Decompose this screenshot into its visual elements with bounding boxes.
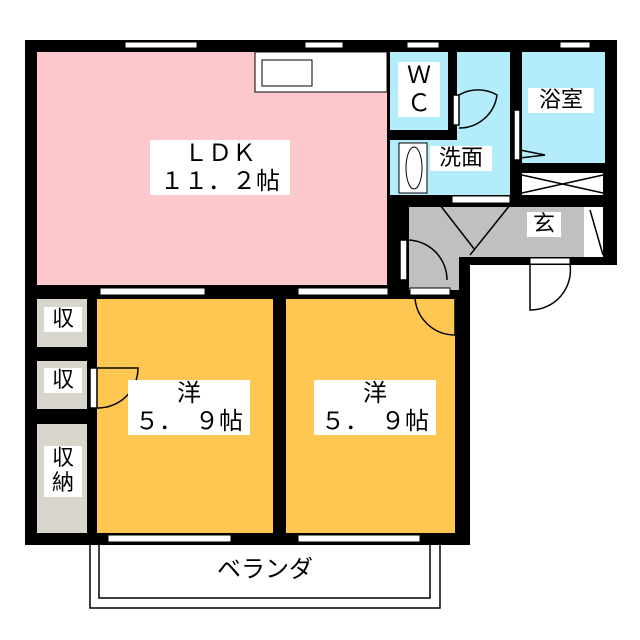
entrance-label: 玄 [527,212,561,238]
ldk-size: １１．２帖 [160,166,280,195]
windows [99,41,591,543]
exterior [470,265,640,325]
entrance-room [409,207,599,257]
washroom-label: 洗面 [430,146,492,172]
western1-name: 洋 [177,379,201,407]
closet-line2: 納 [51,471,74,497]
bath-label: 浴室 [528,88,594,114]
wc-line2: Ｃ [407,88,431,117]
ldk-name: ＬＤＫ [184,139,256,167]
western1-size: ５． ９帖 [135,406,243,435]
sink [261,59,313,87]
doors [89,89,604,533]
entrance-hall [409,255,459,290]
balcony-outline [89,545,441,609]
balcony-label: ベランダ [217,555,313,583]
storage2-label: 収 [44,368,82,394]
western2-size: ５． ９帖 [321,406,429,435]
wc-line1: Ｗ [407,61,431,89]
closet-line1: 収 [51,446,74,471]
shoe-box [584,207,603,257]
storage1-label: 収 [44,307,82,333]
western2-name: 洋 [363,379,387,407]
closet-label: 収納 [44,446,82,497]
